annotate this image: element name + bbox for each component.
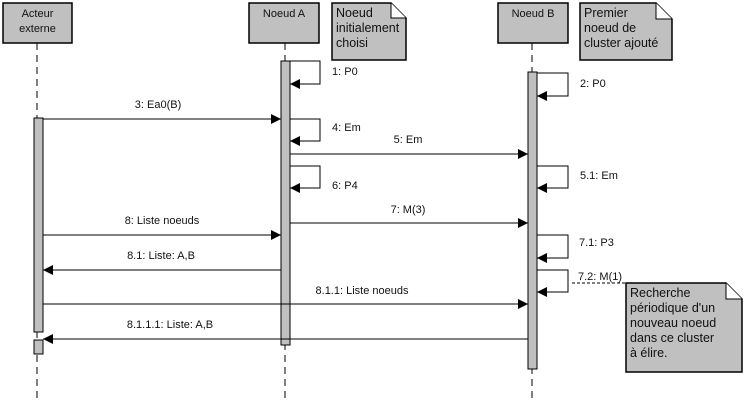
note-b-line1: Premier: [584, 6, 628, 20]
message-8-1[interactable]: 8.1: Liste: A,B: [43, 250, 281, 275]
message-label: 3: Ea0(B): [135, 99, 181, 111]
note-search-line2: périodique d'un: [630, 301, 715, 315]
note-premier-noeud-de-cluster[interactable]: Premier noeud de cluster ajouté: [579, 2, 673, 61]
lifeline-label-actor-line1: Acteur: [22, 8, 54, 20]
message-7[interactable]: 7: M(3): [290, 204, 528, 228]
message-2-self[interactable]: 2: P0: [537, 72, 606, 101]
message-label: 7.1: P3: [579, 237, 614, 249]
message-1-self[interactable]: 1: P0: [290, 60, 358, 89]
note-search-line3: nouveau noeud: [630, 316, 716, 330]
note-a-line3: choisi: [336, 36, 368, 50]
message-8-1-1[interactable]: 8.1.1: Liste noeuds: [43, 285, 528, 309]
lifeline-head-actor[interactable]: Acteur externe: [2, 2, 73, 44]
message-label: 1: P0: [332, 66, 358, 78]
lifeline-head-noeud-a[interactable]: Noeud A: [248, 2, 320, 44]
note-a-line1: Noeud: [336, 6, 373, 20]
note-recherche-periodique[interactable]: Recherche périodique d'un nouveau noeud …: [625, 282, 743, 373]
message-label: 8: Liste noeuds: [125, 215, 200, 227]
activation-bar-noeud-a: [280, 60, 291, 346]
message-label: 5.1: Em: [580, 170, 618, 182]
message-6-self[interactable]: 6: P4: [290, 165, 358, 193]
message-label: 5: Em: [394, 134, 423, 146]
message-3[interactable]: 3: Ea0(B): [43, 99, 281, 124]
message-7-1-self[interactable]: 7.1: P3: [537, 234, 614, 263]
message-label: 4: Em: [332, 122, 361, 134]
note-b-line3: cluster ajouté: [584, 36, 658, 50]
note-noeud-initialement-choisi[interactable]: Noeud initialement choisi: [331, 2, 407, 61]
message-label: 7.2: M(1): [578, 271, 622, 283]
lifeline-head-noeud-b[interactable]: Noeud B: [497, 2, 569, 44]
activation-bar-noeud-b: [527, 71, 538, 370]
note-b-line2: noeud de: [584, 21, 636, 35]
note-search-line4: dans ce cluster: [630, 331, 714, 345]
message-label: 8.1.1: Liste noeuds: [316, 285, 409, 297]
message-label: 6: P4: [332, 180, 358, 192]
activation-bar-actor: [33, 117, 44, 333]
lifeline-label-noeud-a: Noeud A: [263, 8, 306, 20]
lifeline-label-noeud-b: Noeud B: [512, 8, 555, 20]
message-label: 8.1.1.1: Liste: A,B: [127, 319, 213, 331]
message-8-1-1-1[interactable]: 8.1.1.1: Liste: A,B: [43, 319, 528, 344]
message-5-1-self[interactable]: 5.1: Em: [537, 165, 618, 193]
message-8[interactable]: 8: Liste noeuds: [43, 215, 281, 240]
message-label: 2: P0: [580, 78, 606, 90]
message-4-self[interactable]: 4: Em: [290, 118, 361, 146]
message-label: 8.1: Liste: A,B: [127, 250, 195, 262]
message-label: 7: M(3): [391, 204, 426, 216]
lifeline-label-actor-line2: externe: [19, 23, 56, 35]
message-7-2-self[interactable]: 7.2: M(1): [537, 269, 622, 297]
note-a-line2: initialement: [336, 21, 400, 35]
note-search-line1: Recherche: [630, 286, 690, 300]
note-search-line5: à élire.: [630, 346, 668, 360]
activation-bar-actor-return: [33, 339, 44, 355]
message-5[interactable]: 5: Em: [290, 134, 528, 159]
